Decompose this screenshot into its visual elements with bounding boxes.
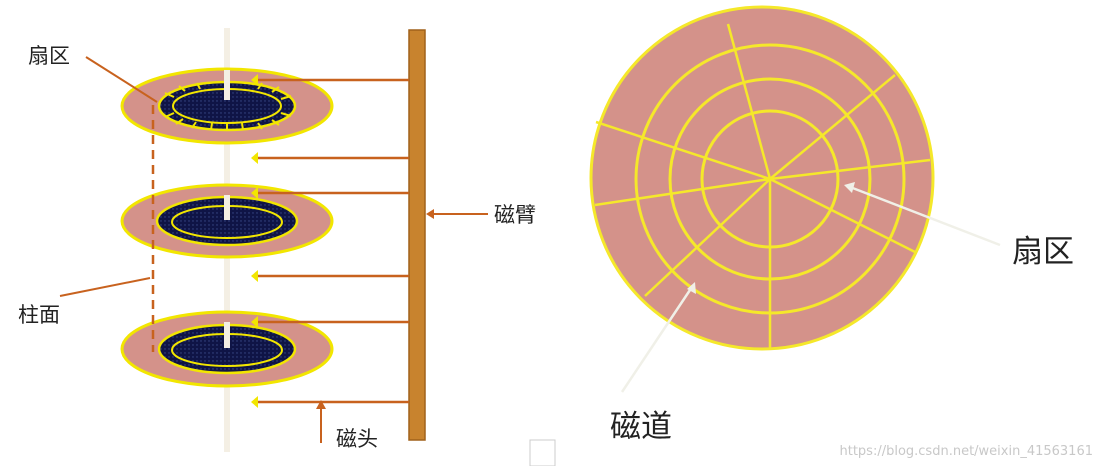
platter-bottom bbox=[120, 310, 334, 388]
platter-middle bbox=[120, 183, 334, 259]
leader-track bbox=[620, 286, 694, 393]
sector-ticks bbox=[164, 82, 292, 131]
disk-surface bbox=[589, 5, 935, 351]
label-sector-left: 扇区 bbox=[28, 44, 70, 68]
leader-sector-right bbox=[849, 185, 1001, 247]
label-arm: 磁臂 bbox=[494, 203, 536, 227]
watermark: https://blog.csdn.net/weixin_41563161 bbox=[839, 444, 1093, 459]
sector-lines bbox=[594, 23, 931, 349]
label-head: 磁头 bbox=[336, 427, 378, 451]
label-cylinder: 柱面 bbox=[18, 303, 60, 327]
leader-cylinder bbox=[59, 277, 151, 297]
leader-sector-left bbox=[85, 56, 158, 103]
label-track: 磁道 bbox=[610, 409, 672, 445]
head-lines bbox=[255, 78, 409, 404]
label-sector-right: 扇区 bbox=[1012, 234, 1074, 270]
platter-stack bbox=[120, 28, 334, 452]
corner-box bbox=[529, 439, 556, 466]
head-tips bbox=[251, 74, 258, 408]
disk-arm bbox=[408, 29, 426, 441]
platter-top bbox=[120, 67, 334, 145]
